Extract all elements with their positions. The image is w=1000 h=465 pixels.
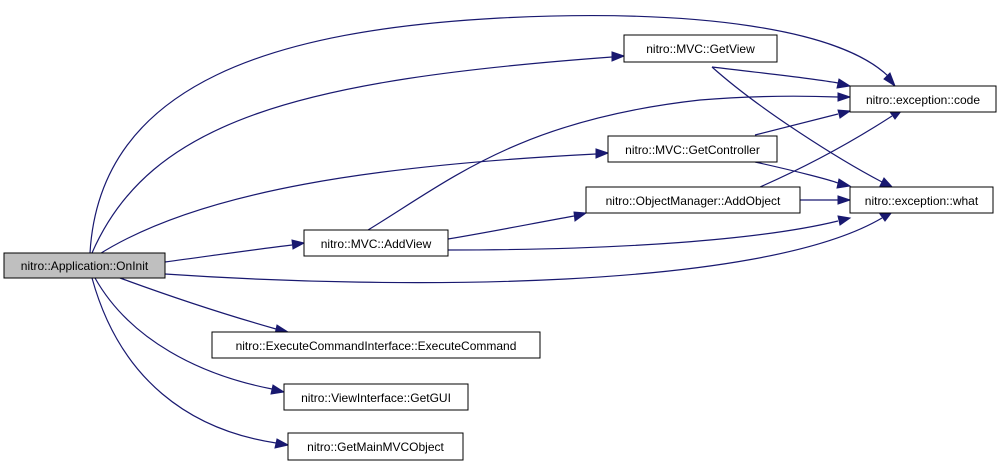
node-label: nitro::MVC::GetController <box>625 143 760 157</box>
node-getmainmvc[interactable]: nitro::GetMainMVCObject <box>287 432 464 461</box>
edge-arrow-addview-code <box>837 92 852 102</box>
node-label: nitro::ViewInterface::GetGUI <box>301 391 451 405</box>
node-getgui[interactable]: nitro::ViewInterface::GetGUI <box>283 383 469 411</box>
node-label: nitro::ObjectManager::AddObject <box>606 194 781 208</box>
edge-addview-addobject <box>447 215 575 240</box>
edges <box>89 15 904 449</box>
node-label: nitro::exception::what <box>865 194 979 208</box>
edge-getcontroller-what <box>754 161 839 184</box>
node-label: nitro::MVC::GetView <box>646 42 755 56</box>
edge-arrow-getview-code <box>836 78 852 89</box>
node-what[interactable]: nitro::exception::what <box>849 186 994 214</box>
edge-arrow-getmainmvc <box>274 438 290 449</box>
edge-oninit-code <box>89 15 889 254</box>
edge-getcontroller-code <box>754 113 839 136</box>
edge-oninit-getcontroller <box>97 153 597 256</box>
edge-arrow-getcontroller-what <box>836 178 852 189</box>
edge-oninit-addview <box>164 244 293 263</box>
edge-addview-what <box>447 220 839 251</box>
edge-getview-what <box>711 66 883 183</box>
edge-oninit-getgui <box>94 277 273 390</box>
edge-oninit-getview <box>91 56 613 254</box>
node-label: nitro::Application::OnInit <box>21 259 149 273</box>
node-label: nitro::exception::code <box>866 93 980 107</box>
node-getcontroller[interactable]: nitro::MVC::GetController <box>607 135 778 163</box>
edge-arrow-addobject-what <box>837 195 852 205</box>
edge-addobject-code <box>759 115 893 188</box>
node-getview[interactable]: nitro::MVC::GetView <box>623 34 778 63</box>
edge-oninit-getmainmvc <box>91 277 277 444</box>
node-addview[interactable]: nitro::MVC::AddView <box>303 229 449 257</box>
edge-arrow-getview <box>611 51 626 62</box>
edge-arrow-getgui <box>270 384 286 395</box>
edge-arrow-addview-addobject <box>573 211 588 222</box>
edge-arrow-addview <box>291 239 306 250</box>
node-label: nitro::GetMainMVCObject <box>307 440 444 454</box>
edge-arrow-getcontroller <box>595 148 610 159</box>
node-label: nitro::ExecuteCommandInterface::ExecuteC… <box>236 339 517 353</box>
node-oninit[interactable]: nitro::Application::OnInit <box>3 252 166 279</box>
nodes: nitro::Application::OnInit nitro::MVC::G… <box>3 34 997 461</box>
node-addobject[interactable]: nitro::ObjectManager::AddObject <box>585 186 801 214</box>
edge-oninit-executecommand <box>119 277 277 330</box>
edge-addview-code <box>367 95 839 231</box>
edge-arrow-code-top <box>883 72 897 88</box>
edge-oninit-what <box>164 217 883 284</box>
edge-getview-code <box>711 66 839 84</box>
node-label: nitro::MVC::AddView <box>321 237 432 251</box>
node-code[interactable]: nitro::exception::code <box>849 85 997 113</box>
edge-arrow-getcontroller-code <box>837 109 852 119</box>
edge-arrow-addview-what <box>837 215 852 226</box>
node-executecommand[interactable]: nitro::ExecuteCommandInterface::ExecuteC… <box>211 331 541 359</box>
